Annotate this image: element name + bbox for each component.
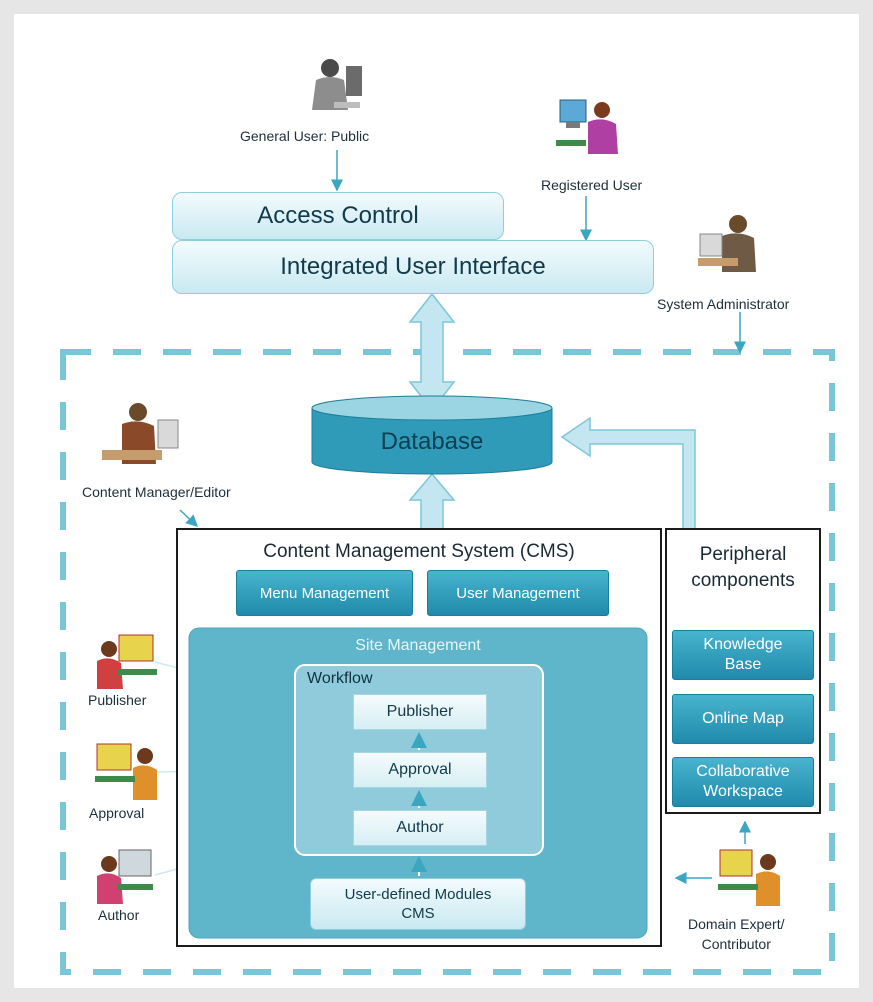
knowledge-base-box: Knowledge Base (672, 630, 814, 680)
arrow-content-manager (179, 509, 199, 528)
integrated-ui-box: Integrated User Interface (172, 240, 654, 294)
database-cylinder (311, 395, 553, 475)
publisher-label: Publisher (88, 692, 147, 708)
arrow-cms-database (408, 472, 456, 531)
workflow-title: Workflow (307, 670, 373, 687)
user-defined-modules-box: User-defined Modules CMS (310, 878, 526, 930)
system-admin-label: System Administrator (657, 296, 790, 312)
access-control-box: Access Control (172, 192, 504, 240)
collaborative-workspace-box: Collaborative Workspace (672, 757, 814, 807)
arrow-peripheral-database (560, 416, 696, 531)
peripheral-title: Peripheral components (691, 544, 795, 591)
online-map-box: Online Map (672, 694, 814, 744)
workflow-publisher-box: Publisher (353, 694, 487, 730)
database-label: Database (380, 428, 484, 455)
domain-expert-label: Domain Expert/ Contributor (688, 916, 785, 952)
registered-user-label: Registered User (541, 177, 643, 193)
system-boundary (60, 349, 835, 975)
approval-label: Approval (89, 805, 145, 821)
site-management-title: Site Management (355, 637, 481, 654)
workflow-author-box: Author (353, 810, 487, 846)
general-user-label: General User: Public (240, 128, 370, 144)
author-label: Author (98, 907, 140, 923)
workflow-approval-box: Approval (353, 752, 487, 788)
cms-title: Content Management System (CMS) (263, 541, 575, 562)
menu-management-box: Menu Management (236, 570, 413, 616)
content-manager-label: Content Manager/Editor (82, 484, 231, 500)
user-management-box: User Management (427, 570, 609, 616)
